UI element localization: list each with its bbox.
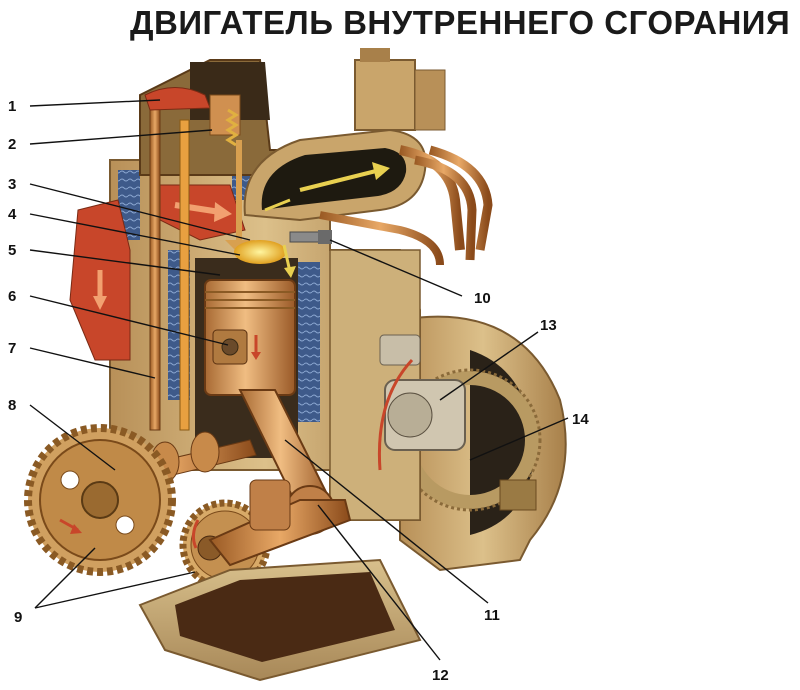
callout-6: 6 bbox=[8, 288, 16, 305]
manifold bbox=[243, 128, 427, 222]
coolant-passage bbox=[69, 199, 131, 361]
valve-train bbox=[144, 87, 255, 431]
piston bbox=[204, 279, 296, 396]
callout-5: 5 bbox=[8, 242, 16, 259]
coolant-jacket bbox=[298, 262, 320, 422]
callout-8: 8 bbox=[8, 397, 16, 414]
timing-gear-large bbox=[24, 424, 176, 576]
diagram-title: ДВИГАТЕЛЬ ВНУТРЕННЕГО СГОРАНИЯ bbox=[130, 4, 791, 41]
oil-pan bbox=[138, 558, 422, 682]
callout-4: 4 bbox=[8, 206, 17, 223]
callout-9: 9 bbox=[14, 609, 22, 626]
leader-lines bbox=[29, 99, 569, 661]
callout-3: 3 bbox=[8, 176, 16, 193]
crankshaft bbox=[208, 479, 352, 567]
callout-labels: 1 2 3 4 5 6 7 8 9 10 11 12 13 14 bbox=[8, 98, 589, 684]
distributor bbox=[377, 334, 466, 471]
callout-10: 10 bbox=[474, 290, 491, 307]
spark-plug bbox=[289, 230, 332, 244]
callout-1: 1 bbox=[8, 98, 16, 115]
carburetor bbox=[319, 48, 493, 266]
callout-11: 11 bbox=[484, 607, 500, 624]
callout-13: 13 bbox=[540, 317, 557, 334]
callout-7: 7 bbox=[8, 340, 16, 357]
callout-12: 12 bbox=[432, 667, 449, 684]
callout-2: 2 bbox=[8, 136, 16, 153]
callout-14: 14 bbox=[572, 411, 589, 428]
combustion-flame bbox=[234, 240, 286, 264]
